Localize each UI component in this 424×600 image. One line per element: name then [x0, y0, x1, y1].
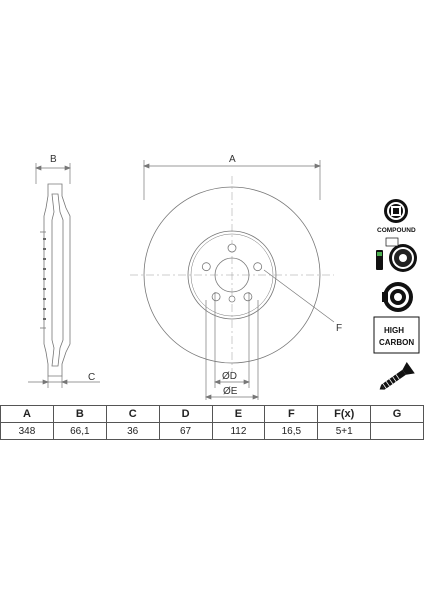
dimension-label-f: F	[336, 323, 342, 334]
mounting-screw-icon	[379, 361, 415, 390]
dimension-a	[143, 160, 321, 200]
compound-icon	[384, 199, 408, 223]
spec-value-f: 16,5	[264, 422, 319, 440]
spec-value-e: 112	[211, 422, 266, 440]
dimension-d	[214, 292, 250, 388]
spec-value-c: 36	[105, 422, 160, 440]
spec-header-b: B	[52, 405, 107, 423]
spec-table: A B C D E F F(x) G 348 66,1 36 67 112 16…	[0, 405, 424, 440]
spec-header-fx: F(x)	[317, 405, 372, 423]
disc-side-bolt-marks	[43, 238, 46, 320]
vented-disc-icon	[382, 282, 413, 312]
dimension-e	[205, 300, 259, 400]
spec-value-fx: 5+1	[317, 422, 372, 440]
compound-label: COMPOUND	[377, 227, 416, 234]
spec-header-e: E	[211, 405, 266, 423]
coated-disc-icon	[376, 237, 417, 272]
spec-header-g: G	[370, 405, 424, 423]
disc-centerlines	[130, 176, 334, 372]
spec-header-c: C	[105, 405, 160, 423]
spec-header-a: A	[0, 405, 54, 423]
dimension-label-b: B	[50, 154, 57, 165]
spec-table-value-row: 348 66,1 36 67 112 16,5 5+1	[0, 422, 424, 440]
dimension-label-e: ØE	[223, 386, 238, 397]
spec-value-b: 66,1	[52, 422, 107, 440]
high-carbon-badge: HIGH CARBON	[373, 316, 420, 354]
spec-value-a: 348	[0, 422, 54, 440]
wheel-bolt-holes	[201, 243, 263, 303]
dimension-label-c: C	[88, 372, 95, 383]
dimension-f-leader	[263, 269, 335, 323]
spec-value-g	[370, 422, 424, 440]
spec-header-f: F	[264, 405, 319, 423]
spec-header-d: D	[158, 405, 213, 423]
dimension-b	[35, 163, 71, 184]
brake-disc-drawing: B C A F	[28, 154, 420, 400]
dimension-label-a: A	[229, 154, 236, 165]
dimension-c	[28, 376, 100, 388]
dimension-label-d: ØD	[222, 371, 237, 382]
spec-value-d: 67	[158, 422, 213, 440]
spec-table-header-row: A B C D E F F(x) G	[0, 405, 424, 423]
high-carbon-label-line2: CARBON	[379, 338, 414, 347]
high-carbon-label-line1: HIGH	[384, 326, 404, 335]
